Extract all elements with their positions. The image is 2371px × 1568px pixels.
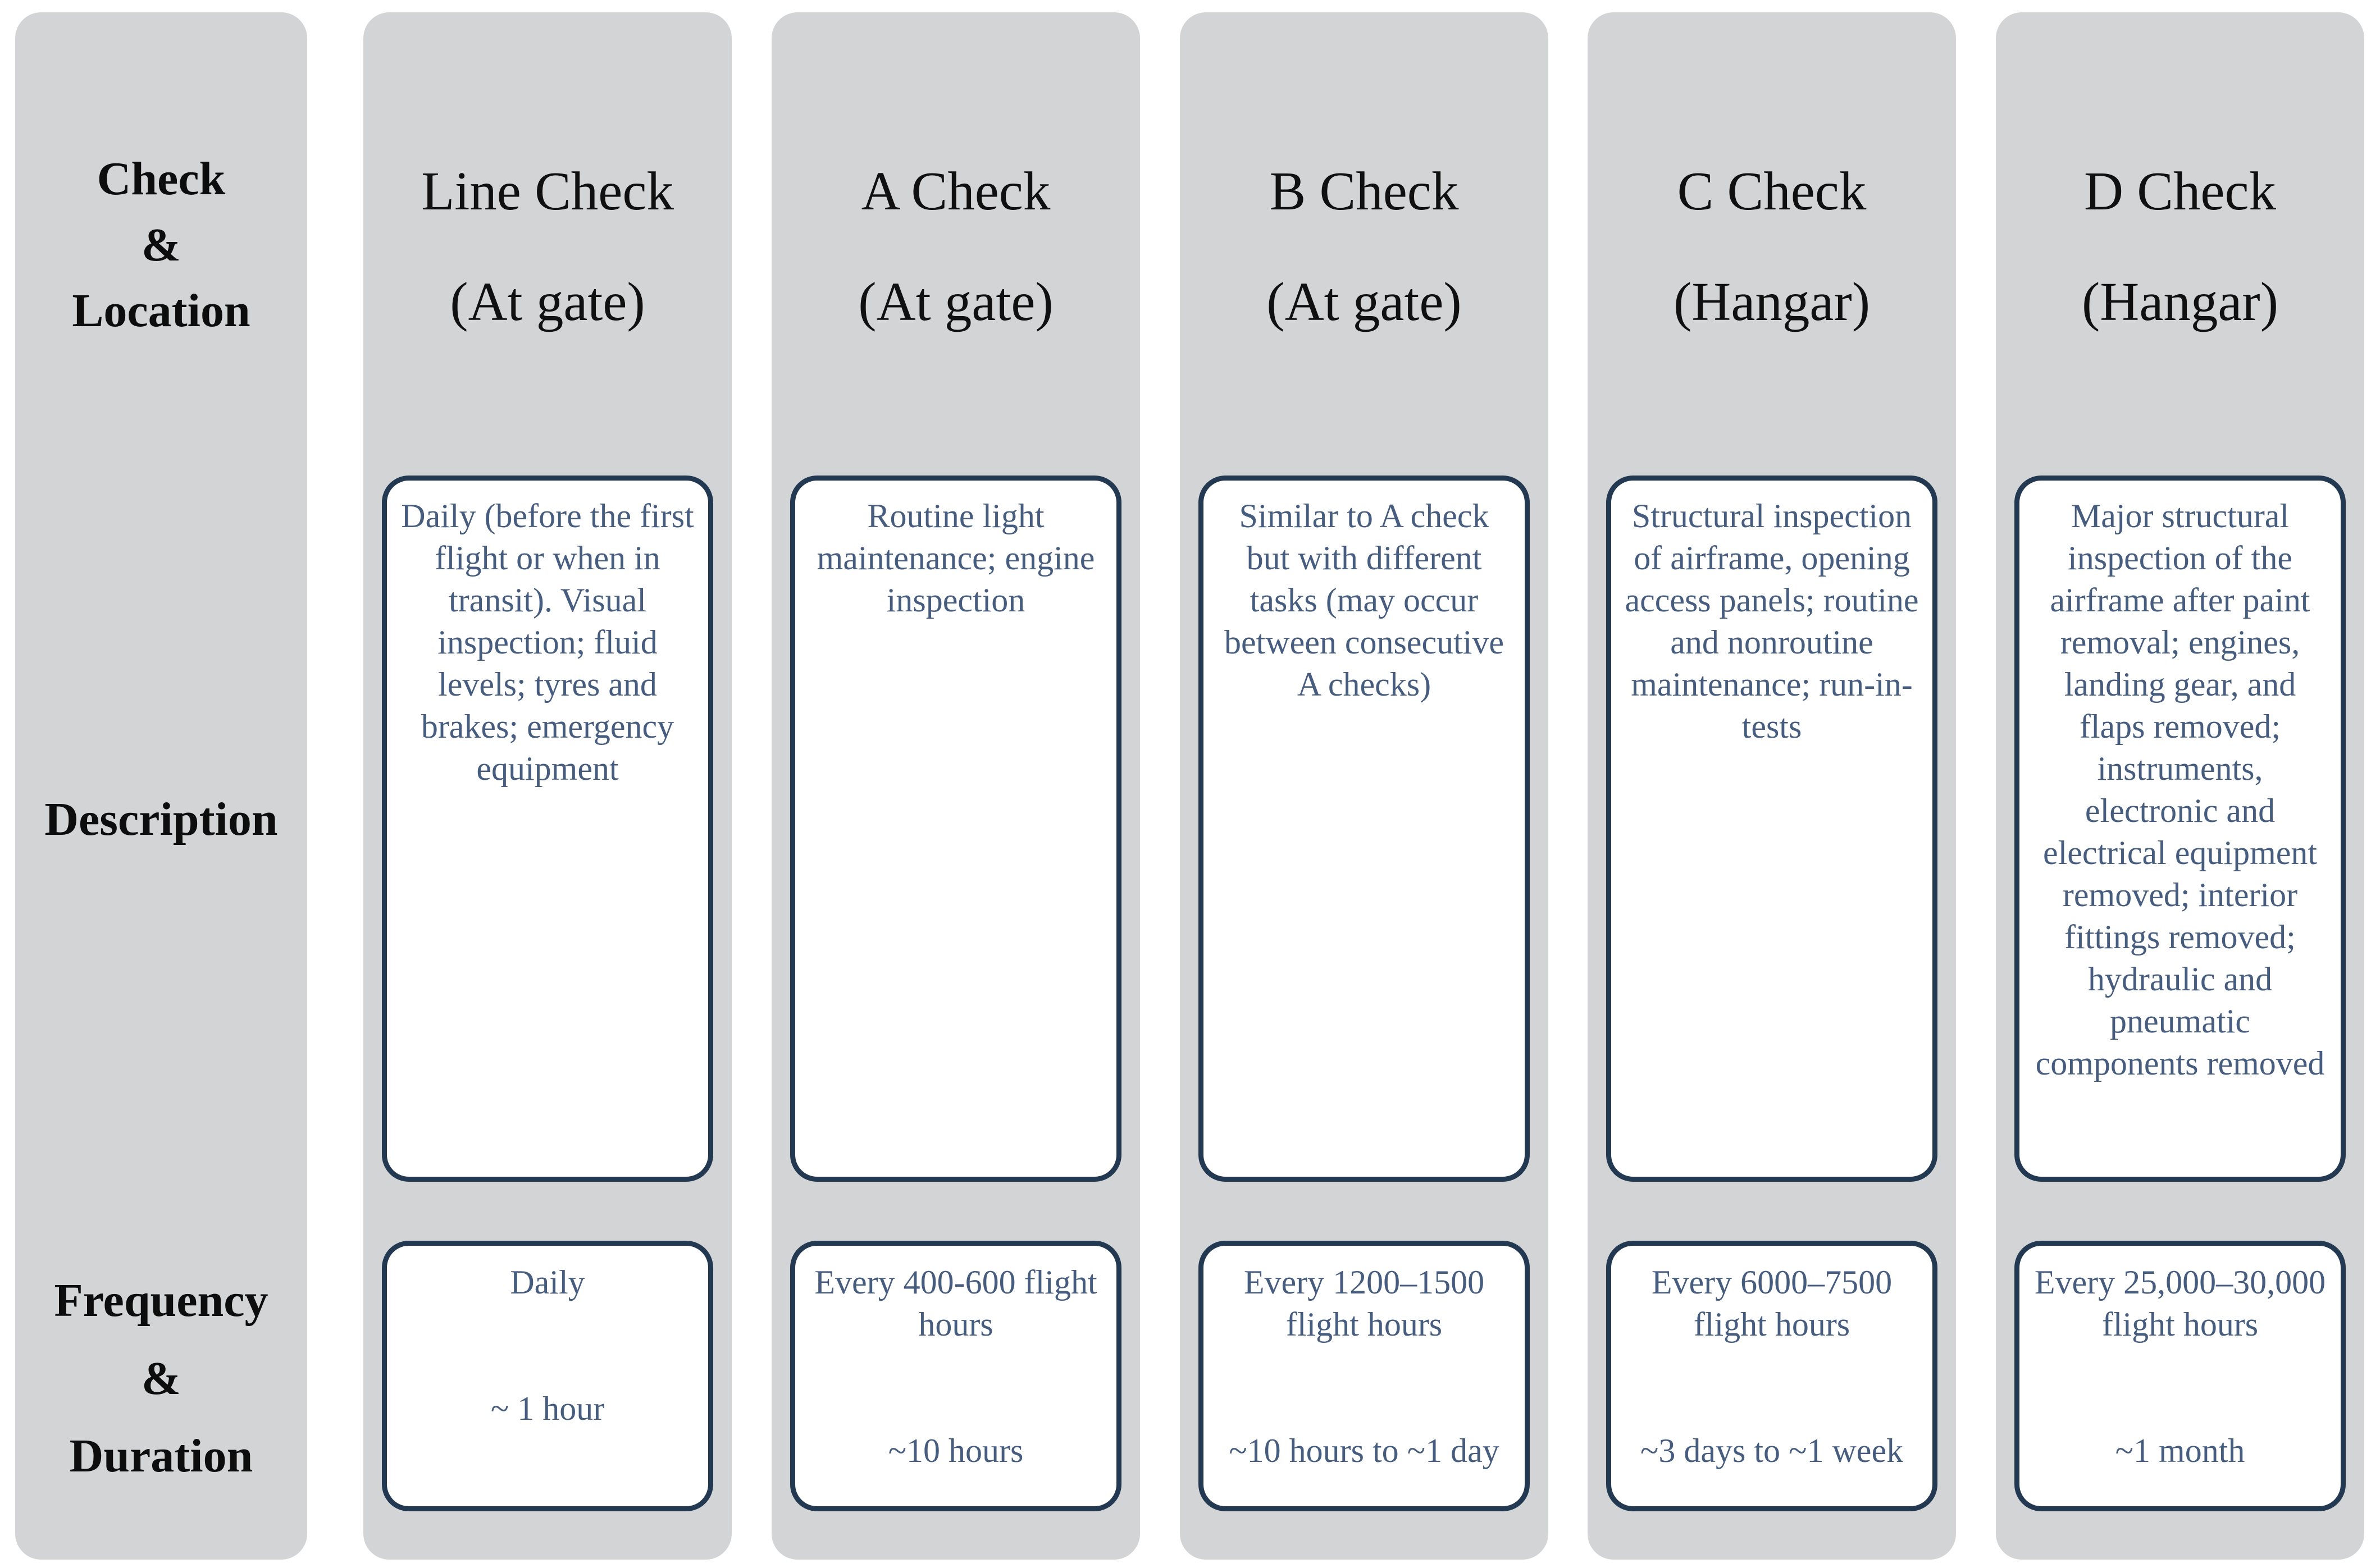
description-box: Major structural inspection of the airfr… [2014, 476, 2346, 1182]
row-label-frequency-duration: Frequency & Duration [15, 1262, 307, 1496]
row-labels-panel: Check & Location Description Frequency &… [15, 12, 307, 1560]
frequency-box: Every 25,000–30,000 flight hours ~1 mont… [2014, 1241, 2346, 1511]
frequency-box: Daily ~ 1 hour [382, 1241, 713, 1511]
description-text: Structural inspection of airframe, openi… [1625, 497, 1919, 745]
column-line-check: Line Check (At gate) Daily (before the f… [363, 12, 732, 1560]
frequency-text: Every 1200–1500 flight hours [1243, 1264, 1485, 1343]
description-box: Daily (before the first flight or when i… [382, 476, 713, 1182]
frequency-text: Every 25,000–30,000 flight hours [2034, 1264, 2326, 1343]
duration-text: ~3 days to ~1 week [1640, 1432, 1904, 1469]
frequency-box: Every 1200–1500 flight hours ~10 hours t… [1198, 1241, 1530, 1511]
check-location: (At gate) [450, 272, 645, 332]
description-text: Routine light maintenance; engine inspec… [817, 497, 1095, 619]
row-label-check-location: Check & Location [15, 146, 307, 344]
row-label-line: & [142, 1352, 181, 1405]
row-label-line: & [142, 218, 181, 271]
column-header: Line Check (At gate) [363, 164, 732, 329]
column-b-check: B Check (At gate) Similar to A check but… [1180, 12, 1548, 1560]
check-name: B Check [1269, 161, 1459, 221]
frequency-text: Daily [510, 1264, 585, 1301]
column-header: B Check (At gate) [1180, 164, 1548, 329]
row-label-description: Description [44, 793, 278, 845]
description-text: Major structural inspection of the airfr… [2035, 497, 2325, 1082]
column-d-check: D Check (Hangar) Major structural inspec… [1996, 12, 2364, 1560]
check-location: (At gate) [1266, 272, 1462, 332]
row-label-line: Check [97, 153, 226, 205]
check-location: (Hangar) [1673, 272, 1871, 332]
duration-text: ~10 hours [888, 1432, 1024, 1469]
column-c-check: C Check (Hangar) Structural inspection o… [1588, 12, 1956, 1560]
description-box: Routine light maintenance; engine inspec… [790, 476, 1121, 1182]
check-location: (At gate) [858, 272, 1054, 332]
row-label-line: Duration [69, 1430, 253, 1483]
duration-text: ~ 1 hour [490, 1390, 605, 1427]
frequency-box: Every 6000–7500 flight hours ~3 days to … [1606, 1241, 1937, 1511]
check-name: A Check [861, 161, 1051, 221]
row-label-line: Location [72, 285, 250, 337]
description-box: Similar to A check but with different ta… [1198, 476, 1530, 1182]
description-text: Daily (before the first flight or when i… [401, 497, 694, 787]
duration-text: ~10 hours to ~1 day [1229, 1432, 1499, 1469]
column-a-check: A Check (At gate) Routine light maintena… [772, 12, 1140, 1560]
check-name: Line Check [421, 161, 674, 221]
description-text: Similar to A check but with different ta… [1224, 497, 1504, 703]
description-box: Structural inspection of airframe, openi… [1606, 476, 1937, 1182]
column-header: A Check (At gate) [772, 164, 1140, 329]
frequency-text: Every 6000–7500 flight hours [1651, 1264, 1893, 1343]
row-label-line: Frequency [54, 1274, 268, 1327]
column-header: C Check (Hangar) [1588, 164, 1956, 329]
frequency-text: Every 400-600 flight hours [814, 1264, 1097, 1343]
column-header: D Check (Hangar) [1996, 164, 2364, 329]
check-name: C Check [1677, 161, 1867, 221]
duration-text: ~1 month [2115, 1432, 2245, 1469]
frequency-box: Every 400-600 flight hours ~10 hours [790, 1241, 1121, 1511]
check-name: D Check [2083, 161, 2277, 221]
check-location: (Hangar) [2081, 272, 2279, 332]
